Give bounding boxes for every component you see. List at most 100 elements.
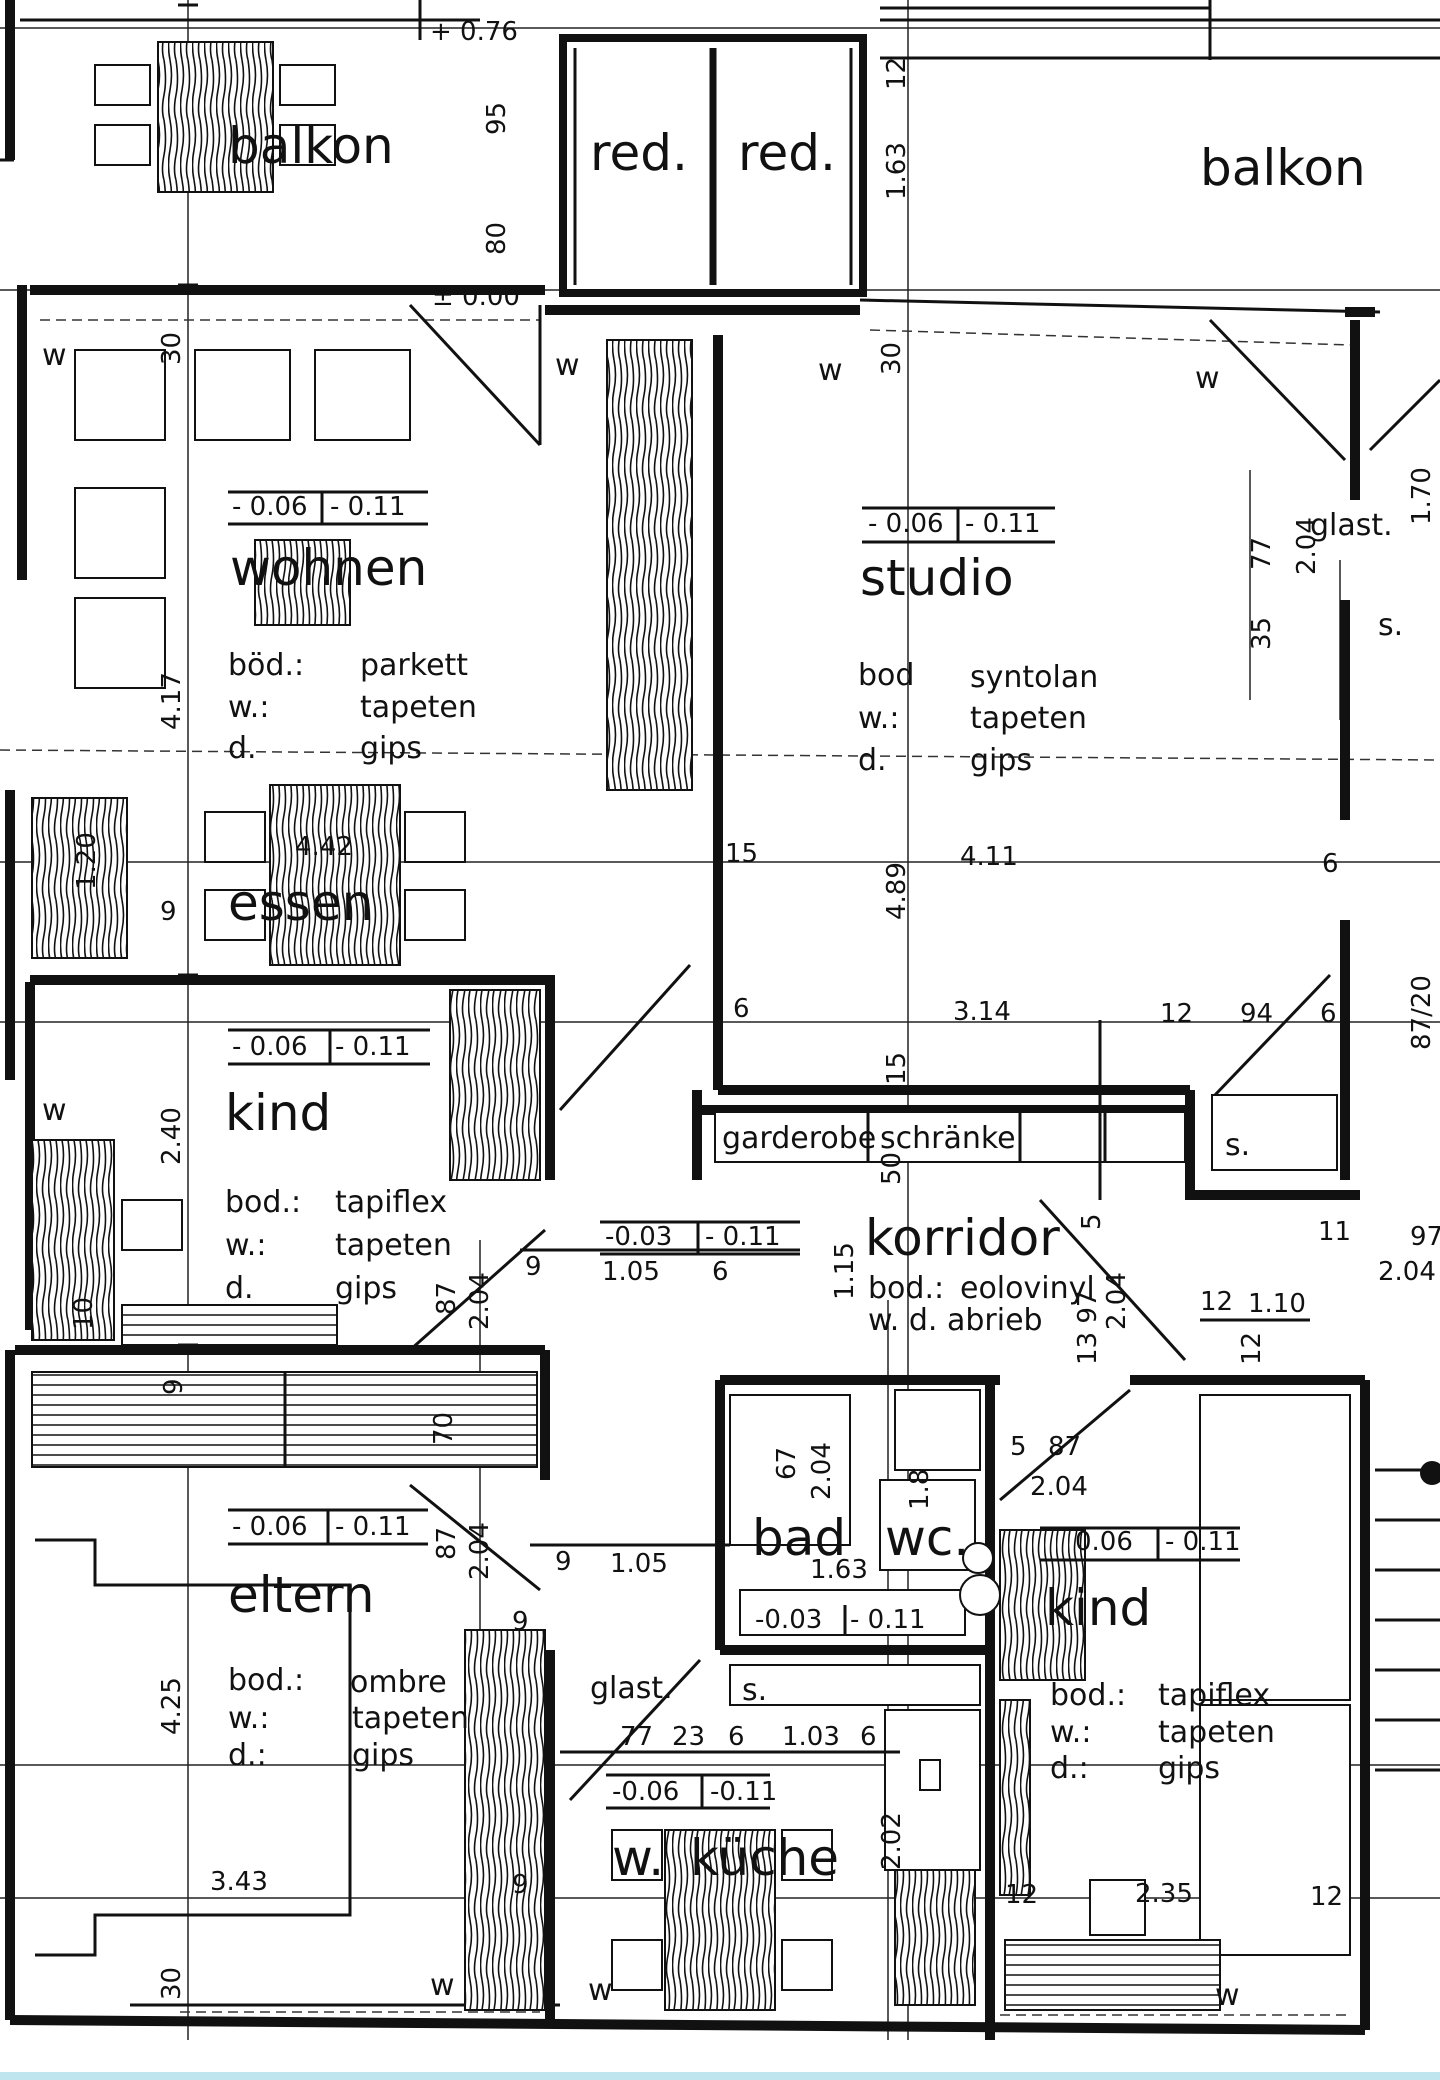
dim-9: 9 [555, 1547, 572, 1577]
dim-18: 1.8 [905, 1469, 935, 1510]
bad-level-a: -0.03 [755, 1605, 822, 1635]
kind1-w-key: w.: [225, 1228, 266, 1263]
window-mark: w [588, 1973, 613, 2008]
storage-mark: s. [742, 1673, 767, 1708]
kueche-level-b: -0.11 [710, 1777, 777, 1807]
studio-label: studio [860, 549, 1014, 607]
dimensions: + 0.76 ± 0.00 95 80 12 1.63 30 30 4.17 1… [69, 17, 1440, 2000]
kind1-bod-key: bod.: [225, 1185, 301, 1220]
dim-115: 1.15 [830, 1242, 860, 1300]
wc-label: wc. [885, 1509, 969, 1567]
studio-level-a: - 0.06 [868, 509, 944, 539]
windows [40, 319, 1351, 2016]
furniture [31, 339, 1440, 2011]
kind2-w-key: w.: [1050, 1715, 1091, 1750]
eltern-d-val: gips [352, 1738, 414, 1773]
eltern-level-a: - 0.06 [232, 1512, 308, 1542]
dim-87: 87 [432, 1527, 462, 1560]
storage-mark: s. [1378, 608, 1403, 643]
window-mark: w [42, 1093, 67, 1128]
korridor-wd: w. d. abrieb [868, 1303, 1043, 1338]
bottom-edge-bar [0, 2072, 1440, 2080]
dim-110: 1.10 [1248, 1289, 1306, 1319]
kind1-d-val: gips [335, 1271, 397, 1306]
schraenke-label: schränke [880, 1121, 1016, 1156]
kind2-bod-val: tapiflex [1158, 1678, 1270, 1713]
dim-163: 1.63 [882, 142, 912, 200]
dim-94: 94 [1240, 999, 1273, 1029]
studio-w-key: w.: [858, 701, 899, 736]
kind1-d-key: d. [225, 1271, 254, 1306]
kind2-label: kind [1045, 1579, 1151, 1637]
wohnen-d-key: d. [228, 731, 257, 766]
dim-77: 77 [1247, 537, 1277, 570]
dim-204: 2.04 [1102, 1272, 1132, 1330]
walls [5, 285, 1381, 2040]
eltern-d-key: d.: [228, 1738, 267, 1773]
dim-97: 97 [1410, 1222, 1440, 1252]
dim-23: 23 [672, 1722, 705, 1752]
kind1-level-b: - 0.11 [335, 1032, 411, 1062]
studio-w-val: tapeten [970, 701, 1087, 736]
window-mark: w [555, 348, 580, 383]
dim-105: 1.05 [602, 1257, 660, 1287]
dim-12: 12 [1005, 1880, 1038, 1910]
dim-87: 87 [1048, 1432, 1081, 1462]
dim-87: 87 [432, 1282, 462, 1315]
dim-12: 12 [1160, 999, 1193, 1029]
garderobe-label: garderobe [722, 1121, 876, 1156]
dim-30: 30 [877, 342, 907, 375]
dim-5: 5 [1077, 1213, 1107, 1230]
kind2-w-val: tapeten [1158, 1715, 1275, 1750]
korridor-bod-key: bod.: [868, 1271, 944, 1306]
dim-235: 2.35 [1135, 1879, 1193, 1909]
dim-204: 2.04 [465, 1272, 495, 1330]
kind2-d-val: gips [1158, 1751, 1220, 1786]
dim-314: 3.14 [953, 997, 1011, 1027]
dim-5: 5 [1010, 1432, 1027, 1462]
window-mark: w [430, 1968, 455, 2003]
eltern-bod-key: bod.: [228, 1663, 304, 1698]
dim-6: 6 [712, 1257, 729, 1287]
dim-442: 4.42 [295, 832, 353, 862]
wohnen-level-b: - 0.11 [330, 492, 406, 522]
dim-204: 2.04 [1378, 1257, 1436, 1287]
dim-204: 2.04 [807, 1442, 837, 1500]
doors [408, 303, 1440, 1802]
marks: w w w w w w w w s. s. s. glast. glast. [42, 338, 1403, 2013]
dim-6: 6 [728, 1722, 745, 1752]
storage-mark: s. [1225, 1128, 1250, 1163]
korridor-label: korridor [865, 1209, 1060, 1267]
dim-70: 70 [429, 1412, 459, 1445]
kind1-label: kind [225, 1084, 331, 1142]
korridor-level-a: -0.03 [605, 1222, 672, 1252]
kind1-bod-val: tapiflex [335, 1185, 447, 1220]
dim-12: 12 [882, 57, 912, 90]
studio-d-key: d. [858, 743, 887, 778]
dim-6: 6 [1320, 999, 1337, 1029]
glast-mark: glast. [1310, 508, 1393, 543]
dim-076: + 0.76 [430, 17, 518, 47]
eltern-label: eltern [228, 1566, 374, 1624]
wohnen-d-val: gips [360, 731, 422, 766]
eltern-level-b: - 0.11 [335, 1512, 411, 1542]
kind1-w-val: tapeten [335, 1228, 452, 1263]
kind2-d-key: d.: [1050, 1751, 1089, 1786]
dim-30: 30 [157, 1967, 187, 2000]
dim-000: ± 0.00 [432, 282, 520, 312]
wohnen-bod-val: parkett [360, 648, 468, 683]
kueche-level-a: -0.06 [612, 1777, 679, 1807]
dim-489: 4.89 [882, 862, 912, 920]
dim-204: 2.04 [1030, 1472, 1088, 1502]
red-label-2: red. [738, 124, 836, 182]
kind2-level-b: - 0.11 [1165, 1527, 1241, 1557]
essen-label: essen [228, 874, 373, 932]
dim-67: 67 [772, 1447, 802, 1480]
balcony-area [0, 0, 1440, 193]
kueche-prefix: w. [612, 1829, 664, 1887]
dim-204: 2.04 [1292, 517, 1322, 575]
dim-204: 2.04 [465, 1522, 495, 1580]
window-mark: w [42, 338, 67, 373]
dim-12: 12 [1200, 1287, 1233, 1317]
